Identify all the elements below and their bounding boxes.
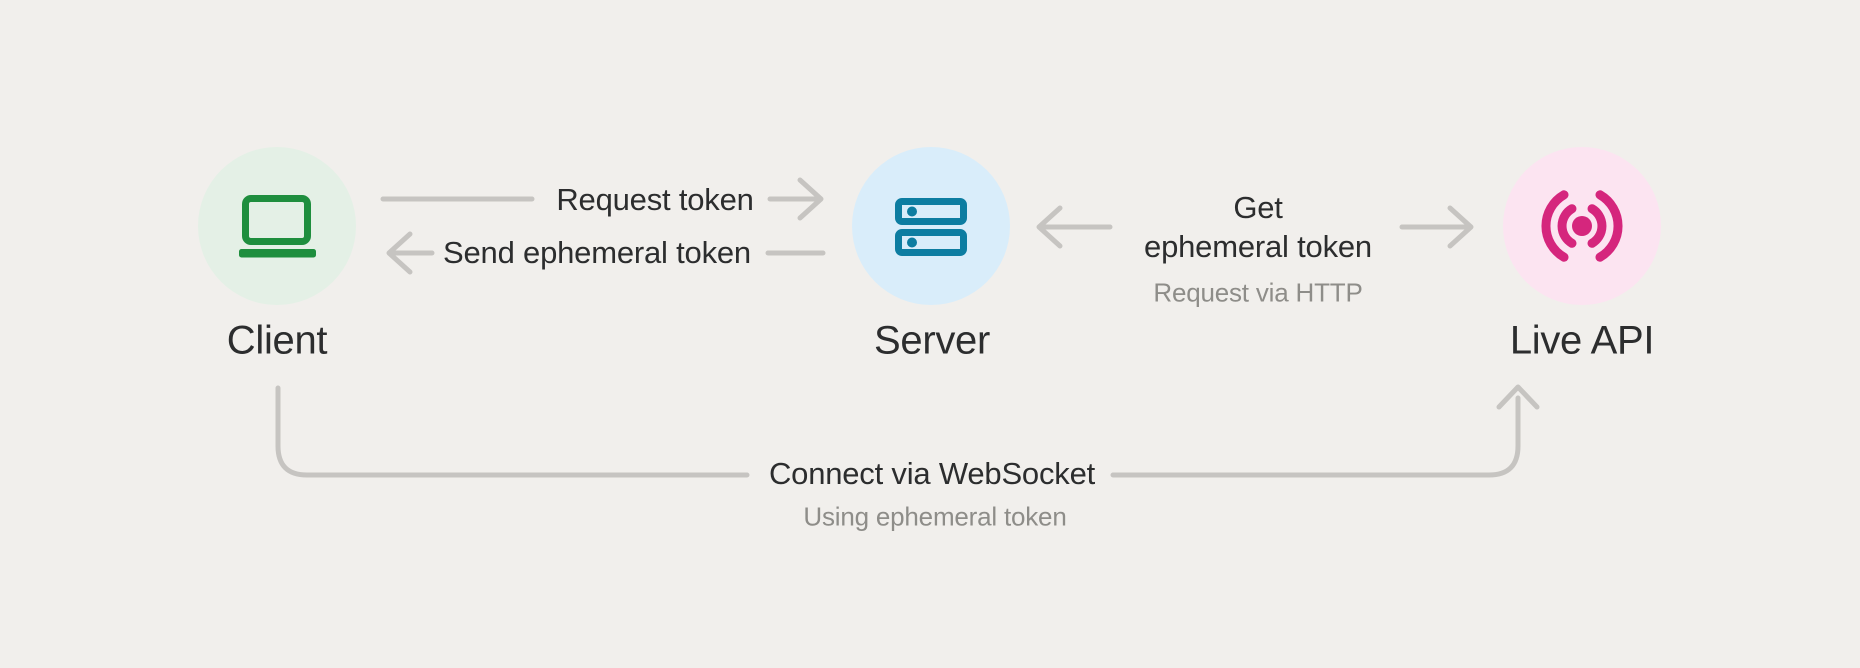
request-token-arrowhead <box>797 177 824 221</box>
live-api-label: Live API <box>1509 318 1655 363</box>
server-bubble <box>852 147 1010 305</box>
live-api-node <box>1503 147 1661 305</box>
get-ephemeral-token-label: Get ephemeral token <box>1144 188 1372 266</box>
get-ephemeral-token-label-line1: Get <box>1233 190 1283 225</box>
websocket-arrowhead <box>1496 384 1540 410</box>
websocket-line-left <box>275 385 750 478</box>
websocket-line-right <box>1110 395 1521 478</box>
get-token-right-arrowhead <box>1447 205 1474 249</box>
laptop-icon <box>239 195 316 258</box>
get-ephemeral-token-label-line2: ephemeral token <box>1144 229 1372 264</box>
server-icon <box>895 198 967 256</box>
server-label: Server <box>873 318 991 363</box>
send-ephemeral-token-label: Send ephemeral token <box>443 235 751 270</box>
client-label: Client <box>226 318 328 363</box>
server-node <box>852 147 1010 305</box>
using-ephemeral-token-sublabel: Using ephemeral token <box>803 501 1067 532</box>
request-via-http-sublabel: Request via HTTP <box>1153 277 1363 308</box>
live-broadcast-icon <box>1541 190 1623 262</box>
request-token-label: Request token <box>556 182 754 217</box>
connect-websocket-label: Connect via WebSocket <box>768 456 1096 491</box>
client-node <box>198 147 356 305</box>
client-bubble <box>198 147 356 305</box>
